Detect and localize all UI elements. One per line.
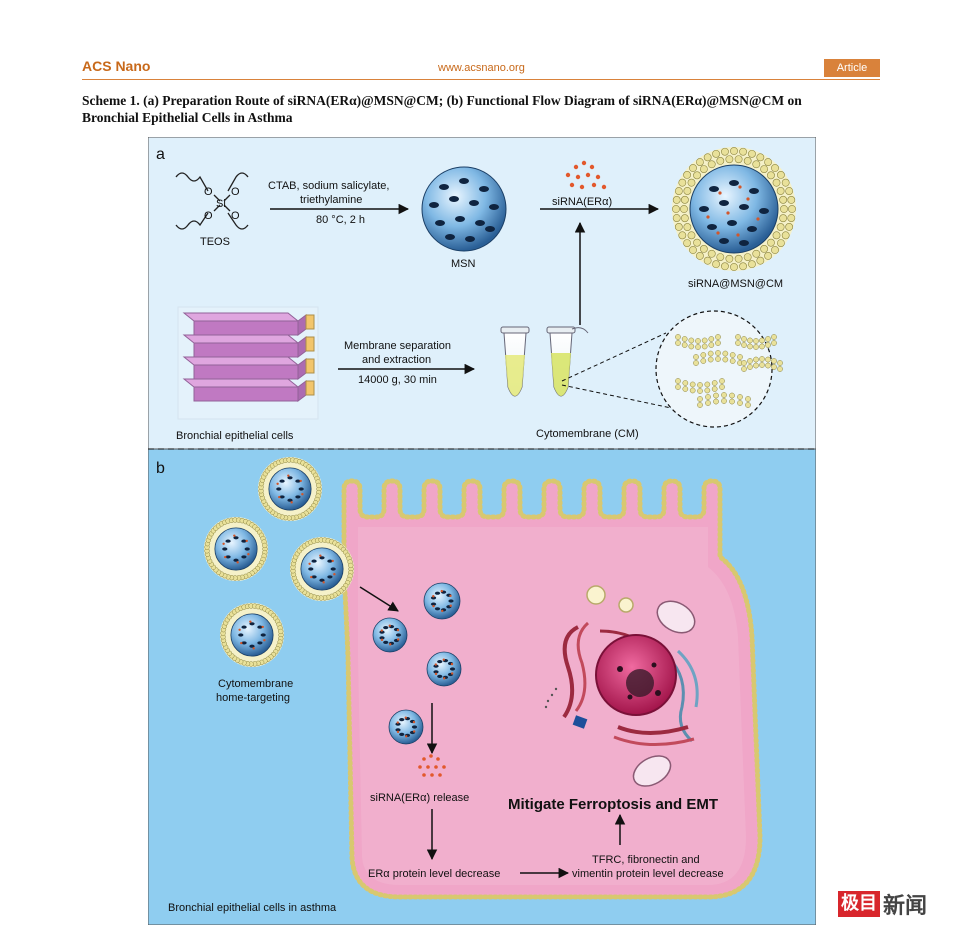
caption-line-2: Bronchial Epithelial Cells in Asthma — [82, 110, 293, 125]
targeting-text-1: Cytomembrane — [218, 678, 293, 690]
mitigate-label: Mitigate Ferroptosis and EMT — [508, 796, 718, 813]
watermark-box: 极目 — [838, 891, 880, 917]
journal-url[interactable]: www.acsnano.org — [438, 62, 525, 74]
msn-label: MSN — [451, 258, 476, 270]
cells-label: Bronchial epithelial cells — [176, 430, 294, 442]
teos-o1: O — [204, 186, 213, 198]
zoom-line-top — [561, 332, 667, 382]
centrifuge-tubes — [500, 326, 589, 397]
caption-line-1: Scheme 1. (a) Preparation Route of siRNA… — [82, 93, 802, 108]
tfrc-text-2: vimentin protein level decrease — [572, 868, 724, 880]
reaction-conditions-2: triethylamine — [300, 194, 362, 206]
released-sirna — [418, 754, 446, 777]
epithelial-cell-inner — [358, 527, 746, 885]
panel-b-label: b — [156, 460, 165, 477]
zoom-line-bottom — [561, 384, 677, 410]
entry-arrow — [359, 586, 399, 612]
scheme-caption: Scheme 1. (a) Preparation Route of siRNA… — [82, 92, 882, 126]
journal-name: ACS Nano — [82, 58, 151, 74]
internalized-particles — [372, 582, 462, 745]
header-rule — [82, 79, 880, 80]
sirna-dots — [565, 160, 607, 190]
teos-o4: O — [231, 210, 240, 222]
msn-particle — [421, 166, 507, 252]
reaction-conditions-1: CTAB, sodium salicylate, — [268, 180, 389, 192]
cm-label: Cytomembrane (CM) — [536, 428, 639, 440]
culture-flasks — [177, 306, 319, 420]
membrane-text-1: Membrane separation — [344, 340, 451, 352]
release-label: siRNA(ERα) release — [370, 792, 469, 804]
article-badge: Article — [824, 59, 880, 77]
sirna-label: siRNA(ERα) — [552, 196, 612, 208]
teos-label: TEOS — [200, 236, 230, 248]
reaction-conditions-3: 80 °C, 2 h — [316, 214, 365, 226]
teos-o3: O — [204, 210, 213, 222]
membrane-zoom-circle — [655, 310, 783, 428]
scheme-figure: a O O Si O O TEOS CTAB, sodium salicylat… — [148, 137, 816, 925]
teos-molecule — [175, 172, 249, 230]
cell-label: Bronchial epithelial cells in asthma — [168, 902, 337, 914]
watermark: 极目 新闻 — [838, 888, 927, 920]
teos-o2: O — [231, 186, 240, 198]
membrane-text-3: 14000 g, 30 min — [358, 374, 437, 386]
product-label: siRNA@MSN@CM — [688, 278, 783, 290]
product-particle — [672, 147, 796, 271]
targeting-text-2: home-targeting — [216, 692, 290, 704]
targeting-particles — [204, 457, 354, 667]
watermark-text: 新闻 — [883, 893, 928, 919]
organelles — [544, 585, 699, 787]
teos-si: Si — [216, 198, 226, 210]
panel-a-label: a — [156, 146, 165, 163]
protein-label: ERα protein level decrease — [368, 868, 500, 880]
tfrc-text-1: TFRC, fibronectin and — [592, 854, 700, 866]
membrane-text-2: and extraction — [362, 354, 431, 366]
